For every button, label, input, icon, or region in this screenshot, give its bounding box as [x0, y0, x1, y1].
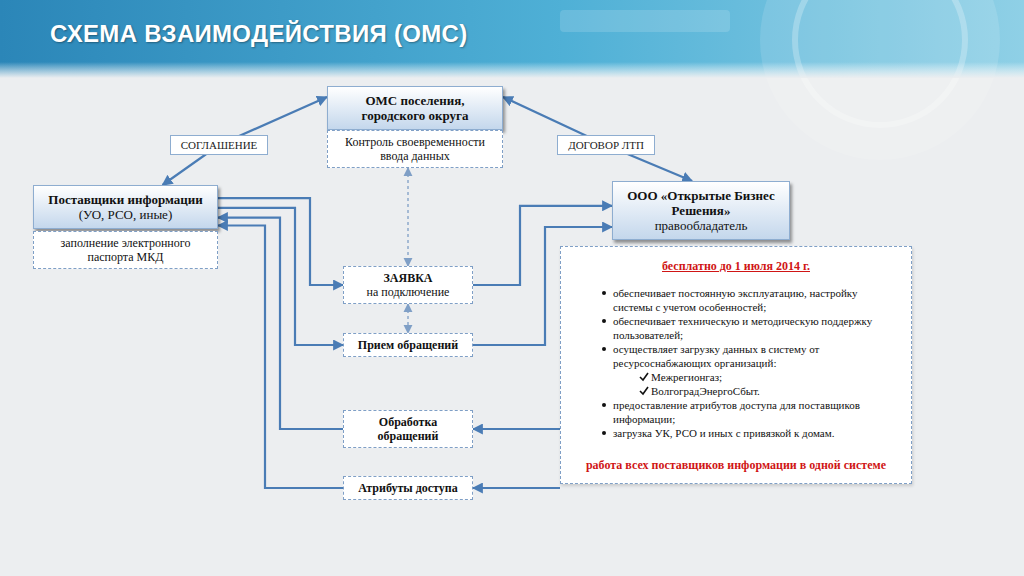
service-text: ВолгоградЭнергоСбыт.	[651, 385, 760, 397]
bullet-item: предоставление атрибутов доступа для пос…	[601, 398, 897, 426]
connector	[473, 428, 560, 430]
service-text: обеспечивает техническую и методическую …	[613, 315, 872, 341]
connector	[407, 168, 408, 266]
check-item: ВолгоградЭнергоСбыт.	[601, 384, 897, 398]
connector	[473, 487, 560, 489]
service-text: осуществляет загрузку данных в систему о…	[613, 343, 819, 369]
box-heading: бесплатно до 1 июля 2014 г.	[575, 259, 897, 274]
connector	[218, 218, 343, 429]
box-heading: Атрибуты доступа	[350, 481, 466, 495]
slide-title: СХЕМА ВЗАИМОДЕЙСТВИЯ (ОМС)	[50, 20, 467, 48]
service-text: предоставление атрибутов доступа для пос…	[613, 399, 860, 425]
box-heading: Контроль своевременности ввода данных	[334, 135, 496, 163]
box-heading: Поставщики информации	[42, 192, 209, 207]
bullet-dot	[602, 291, 606, 295]
service-text: загрузка УК, РСО и иных с привязкой к до…	[613, 427, 834, 439]
service-text: обеспечивает постоянную эксплуатацию, на…	[613, 287, 858, 313]
box-text: работа всех поставщиков информации в одн…	[575, 458, 897, 473]
control-box: Контроль своевременности ввода данных	[327, 130, 503, 168]
bullet-item: осуществляет загрузку данных в систему о…	[601, 342, 897, 370]
note-box: заполнение электронного паспорта МКД	[33, 231, 218, 269]
company-box: ООО «Открытые Бизнес Решения»правооблада…	[612, 181, 790, 240]
bullet-item: загрузка УК, РСО и иных с привязкой к до…	[601, 426, 897, 440]
bullet-item: обеспечивает постоянную эксплуатацию, на…	[601, 286, 897, 314]
box-heading: заполнение электронного паспорта МКД	[40, 236, 211, 264]
bullet-dot	[602, 403, 606, 407]
bullet-dot	[602, 431, 606, 435]
meter-window	[560, 10, 730, 32]
box-heading: ООО «Открытые Бизнес Решения»	[621, 188, 781, 218]
service-text: Межрегионгаз;	[651, 371, 722, 383]
bullet-dot	[602, 319, 606, 323]
bullet-dot	[602, 347, 606, 351]
request-box: ЗАЯВКАна подключение	[343, 266, 473, 304]
check-mark	[639, 372, 649, 382]
connector	[163, 97, 328, 185]
box-text: правообладатель	[621, 218, 781, 233]
box-heading: Обработка обращений	[350, 415, 466, 443]
check-mark-line	[640, 373, 648, 380]
check-mark	[639, 386, 649, 396]
authority-box: ОМС поселения, городского округа	[327, 86, 503, 130]
box-text: на подключение	[350, 285, 466, 299]
agreement-label: СОГЛАШЕНИЕ	[170, 135, 269, 155]
services-panel: бесплатно до 1 июля 2014 г. обеспечивает …	[560, 246, 912, 484]
connector	[407, 304, 408, 333]
supplier-box: Поставщики информации(УО, РСО, иные)	[33, 185, 218, 229]
box-text: (УО, РСО, иные)	[42, 207, 209, 222]
access-box: Атрибуты доступа	[343, 476, 473, 500]
check-mark-line	[640, 387, 648, 394]
meter-dial	[760, 0, 1000, 160]
check-item: Межрегионгаз;	[601, 370, 897, 384]
connector	[503, 97, 692, 181]
header-fade	[0, 62, 1024, 78]
bullet-item: обеспечивает техническую и методическую …	[601, 314, 897, 342]
box-heading: ОМС поселения, городского округа	[336, 93, 494, 123]
processing-box: Обработка обращений	[343, 410, 473, 448]
box-heading: Прием обращений	[350, 338, 466, 352]
box-heading: ЗАЯВКА	[350, 271, 466, 285]
connector	[218, 226, 343, 489]
agreement-label: ДОГОВОР ЛТП	[557, 135, 655, 155]
intake-box: Прием обращений	[343, 333, 473, 357]
